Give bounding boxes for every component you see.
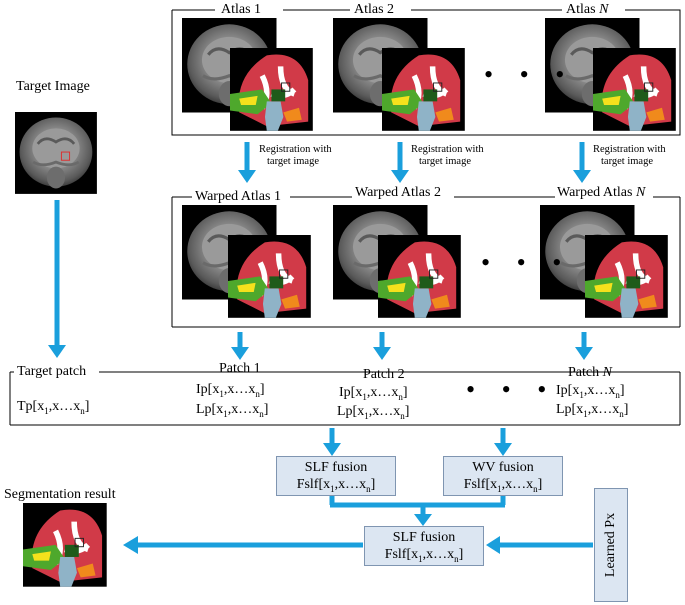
warped-atlas-2-label: Warped Atlas 2 [355, 185, 441, 200]
wv-fusion-box: WV fusion Fslf[x1,x…xn] [443, 456, 563, 496]
patch-2-lp: Lp[x1,x…xn] [337, 404, 410, 421]
patch-n-lp: Lp[x1,x…xn] [556, 402, 629, 419]
warped-atlas-ellipsis: • • • [481, 248, 572, 277]
patch-n-label: Patch N [568, 365, 612, 380]
patch-2-ip: Ip[x1,x…xn] [339, 385, 408, 402]
wv-fusion-fslf: Fslf[x1,x…xn] [463, 477, 543, 494]
patch-1-label: Patch 1 [219, 361, 261, 376]
patch-1-ip: Ip[x1,x…xn] [196, 382, 265, 399]
learned-px-label: Learned Px [603, 512, 618, 578]
atlas-n-label: Atlas N [566, 2, 609, 17]
atlas-1-label: Atlas 1 [221, 2, 262, 17]
warped-atlas-1-label: Warped Atlas 1 [195, 189, 281, 204]
slf-fusion-final-fslf: Fslf[x1,x…xn] [384, 547, 464, 564]
patch-n-ip: Ip[x1,x…xn] [556, 383, 625, 400]
segmentation-result-image [23, 503, 107, 587]
slf-fusion-box-final: SLF fusion Fslf[x1,x…xn] [364, 526, 484, 566]
target-image-label: Target Image [16, 79, 90, 94]
atlas-ellipsis: • • • [484, 60, 575, 89]
segmentation-result-label: Segmentation result [4, 487, 116, 502]
wv-fusion-label: WV fusion [472, 460, 534, 475]
warped-atlas-1-images [180, 203, 311, 318]
slf-fusion-final-label: SLF fusion [392, 530, 456, 545]
atlas-1-images [180, 16, 313, 131]
patch-ellipsis: • • • [466, 375, 557, 404]
atlas-2-label: Atlas 2 [354, 2, 395, 17]
target-image [13, 110, 99, 196]
patch-1-lp: Lp[x1,x…xn] [196, 402, 269, 419]
learned-px-box: Learned Px [594, 488, 628, 602]
target-patch-sequence: Tp[x1,x…xn] [17, 399, 90, 416]
atlas-2-images [331, 16, 465, 131]
target-patch-label: Target patch [17, 364, 87, 379]
slf-fusion-fslf: Fslf[x1,x…xn] [296, 477, 376, 494]
warped-atlas-2-images [331, 203, 461, 318]
slf-fusion-label: SLF fusion [304, 460, 368, 475]
warped-atlas-n-label: Warped Atlas N [557, 185, 646, 200]
patch-2-label: Patch 2 [363, 367, 405, 382]
flow-arrows [48, 142, 593, 554]
slf-fusion-box-top: SLF fusion Fslf[x1,x…xn] [276, 456, 396, 496]
